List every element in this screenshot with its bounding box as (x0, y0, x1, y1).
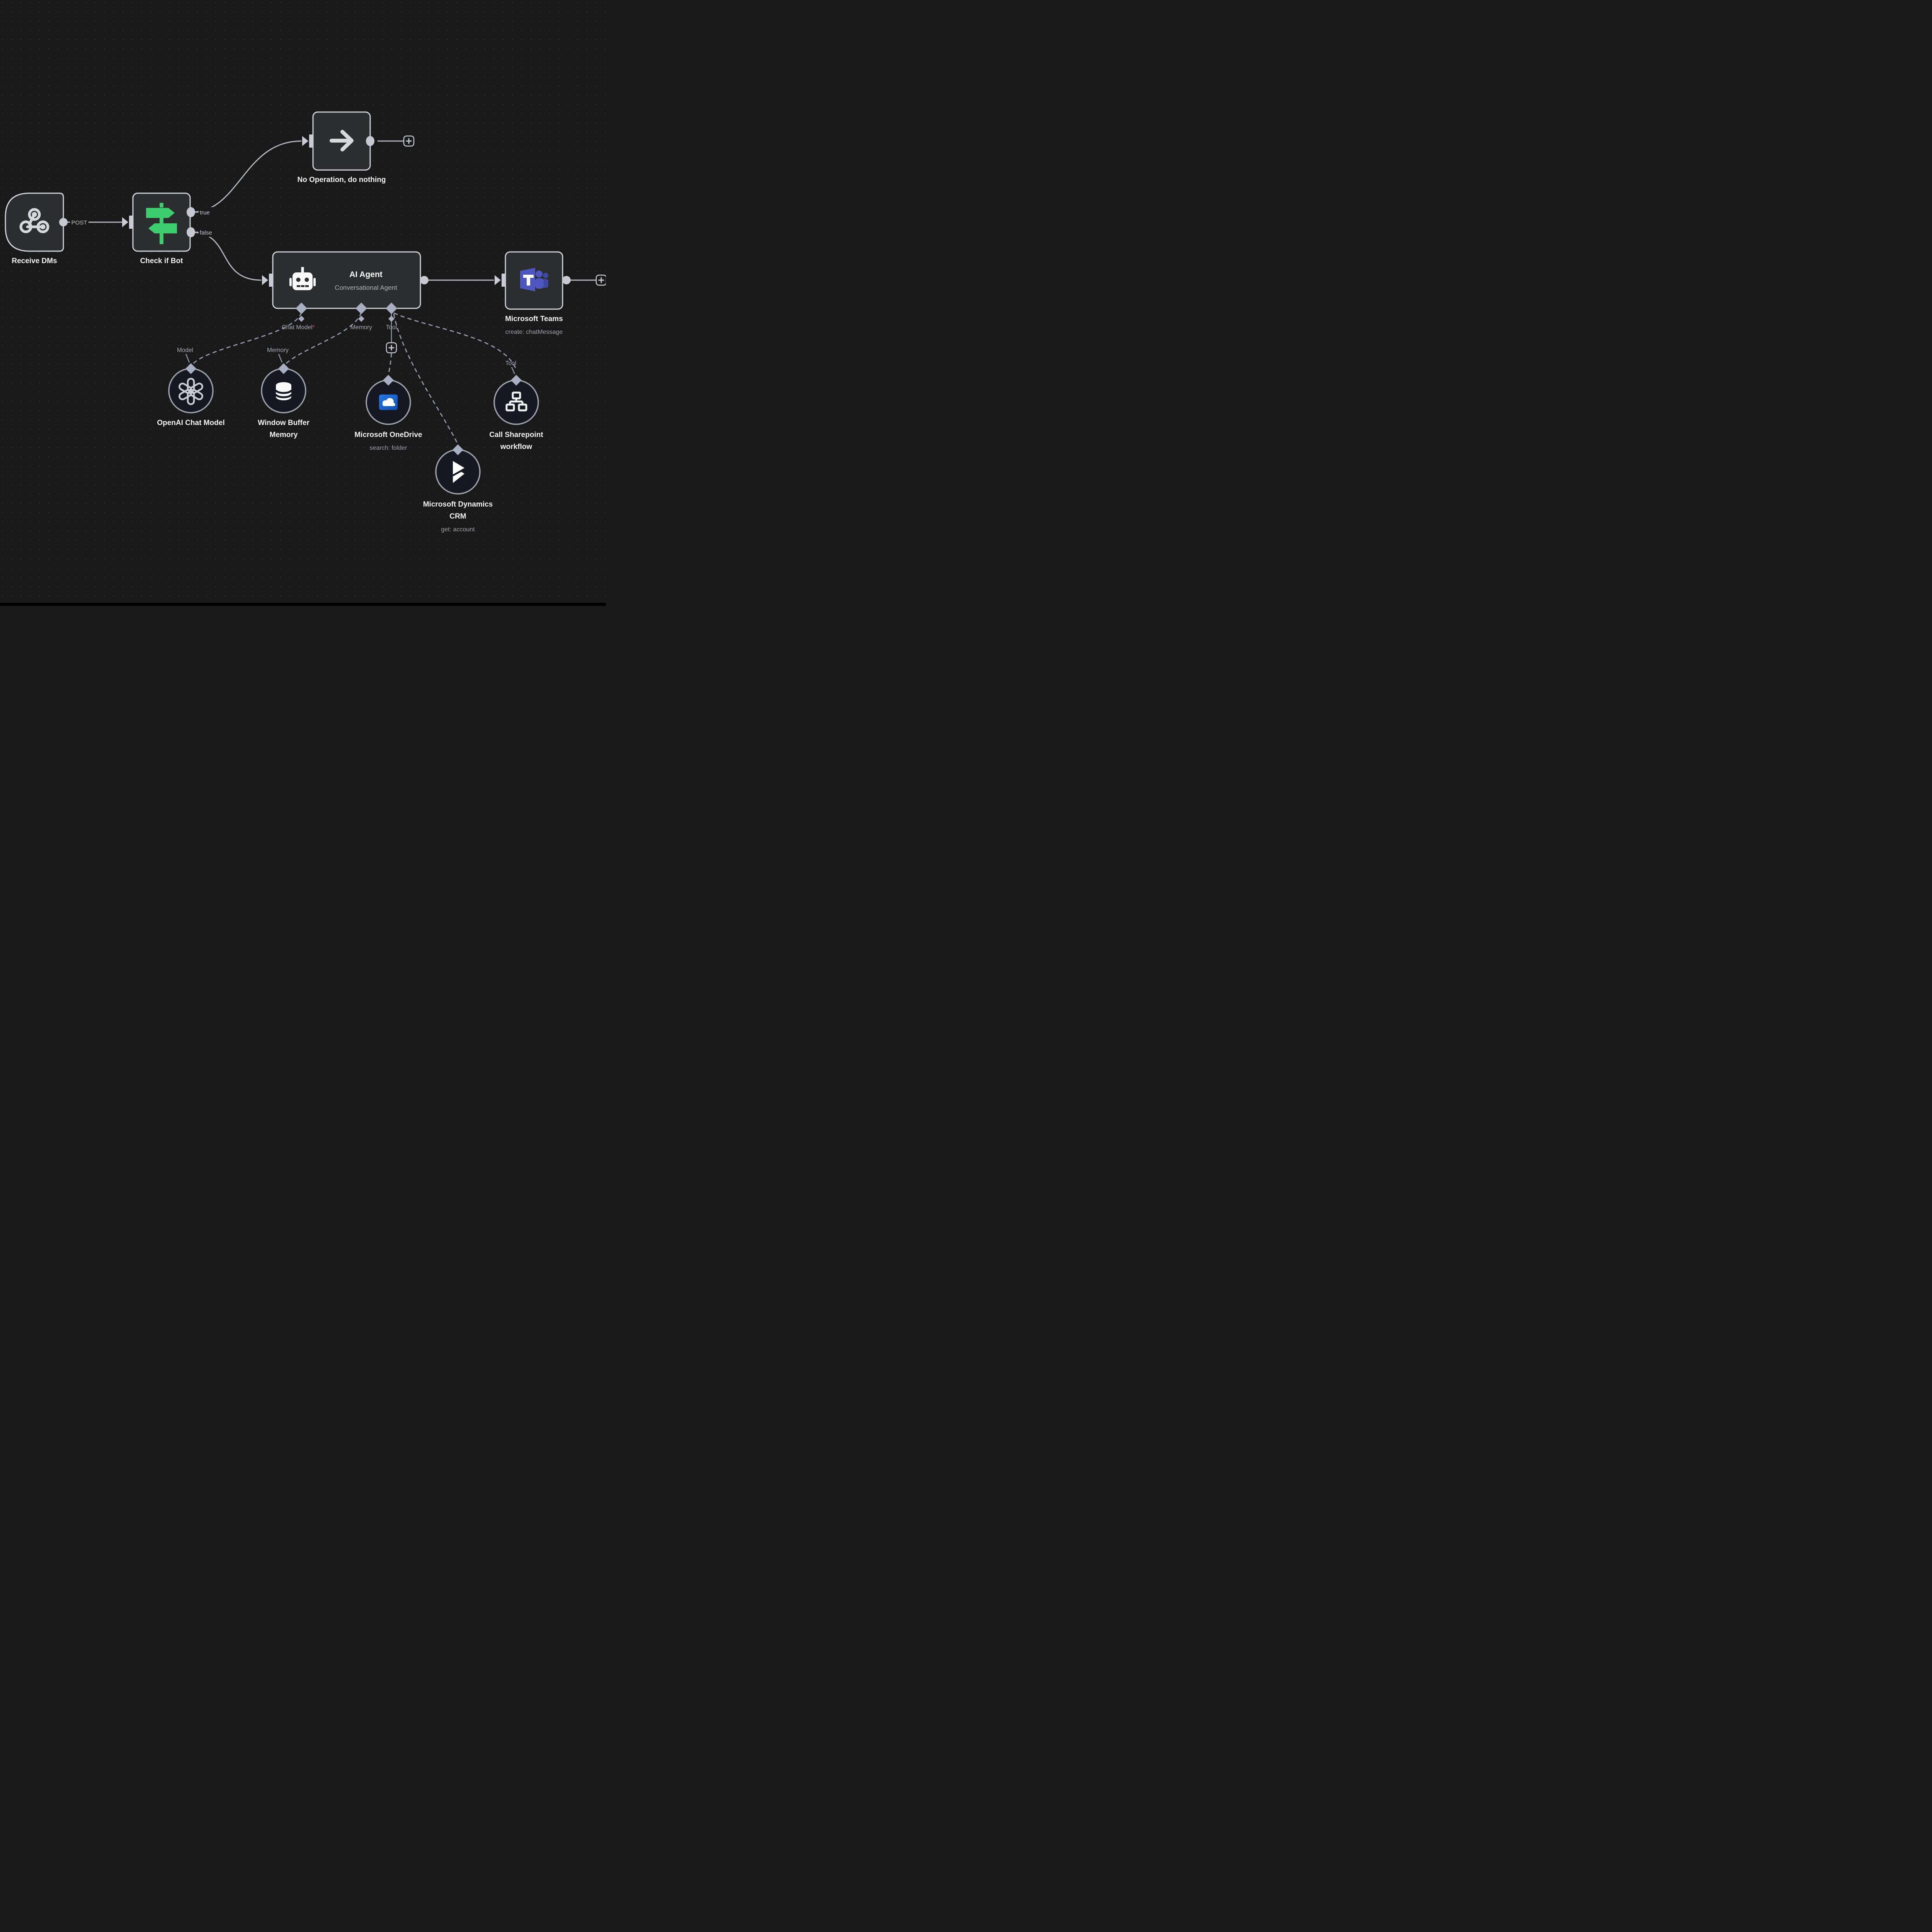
port-tool[interactable] (383, 375, 394, 386)
port-tool-label: Tool (386, 324, 397, 331)
add-node-button-after-teams[interactable] (595, 274, 606, 286)
node-sublabel: create: chatMessage (505, 329, 563, 335)
node-receive-dms[interactable] (5, 192, 68, 252)
port-chat-model-label: Chat Model* (282, 324, 315, 331)
output-false-label: false (200, 230, 212, 236)
tool-label-stub (511, 367, 515, 374)
output-port[interactable] (366, 136, 374, 146)
connection-memory-to-buffer (286, 312, 362, 364)
input-port[interactable] (302, 134, 313, 148)
output-port[interactable] (562, 276, 571, 284)
bottom-bar (0, 603, 606, 606)
node-window-buffer-memory[interactable] (261, 354, 306, 413)
sitemap-icon (505, 391, 527, 412)
tool-port-label: Tool (505, 360, 516, 367)
node-label-line1: Call Sharepoint (489, 431, 543, 439)
node-check-if-bot[interactable] (122, 192, 195, 252)
node-label-line2: CRM (449, 512, 466, 520)
microsoft-teams-icon (520, 268, 548, 291)
port-tool[interactable] (386, 303, 397, 322)
node-openai-chat-model[interactable] (168, 354, 214, 413)
required-asterisk: * (313, 324, 315, 331)
model-label-stub (185, 354, 190, 363)
port-chat-model[interactable] (296, 303, 307, 322)
output-port[interactable] (59, 218, 68, 226)
robot-icon (289, 267, 316, 290)
node-label: No Operation, do nothing (297, 176, 386, 184)
connection-chatmodel-to-openai (192, 312, 302, 364)
input-port[interactable] (495, 274, 505, 287)
node-label-line2: Memory (270, 431, 298, 439)
node-ai-agent[interactable]: AI Agent Conversational Agent (262, 251, 429, 322)
signpost-icon (146, 203, 177, 244)
output-port[interactable] (420, 276, 429, 284)
memory-label-stub (278, 354, 283, 363)
false-label-bg (199, 227, 217, 237)
database-icon (275, 382, 293, 400)
node-no-operation[interactable] (302, 111, 374, 171)
port-memory[interactable] (278, 363, 289, 374)
workflow-canvas: Receive DMs POST Check if Bot true false (0, 0, 606, 606)
connection-plus-to-onedrive (388, 353, 392, 374)
true-label-bg (199, 207, 216, 217)
node-microsoft-teams[interactable] (495, 251, 571, 310)
connection-tool-to-dynamics (393, 313, 458, 444)
node-label: Check if Bot (140, 257, 184, 265)
node-label-line2: workflow (500, 443, 532, 451)
output-port-true[interactable] (187, 207, 195, 217)
node-title: AI Agent (349, 270, 383, 279)
input-port[interactable] (262, 274, 273, 287)
input-port[interactable] (122, 216, 133, 229)
add-tool-button[interactable] (386, 342, 397, 354)
node-sublabel: search: folder (370, 445, 408, 451)
node-label: Receive DMs (12, 257, 57, 265)
port-memory-label: Memory (350, 324, 372, 331)
node-label-line1: Window Buffer (258, 419, 310, 427)
port-memory[interactable] (355, 303, 367, 322)
connection-tool-to-sharepoint (393, 312, 516, 368)
node-label: OpenAI Chat Model (157, 419, 224, 427)
port-model[interactable] (185, 363, 196, 374)
onedrive-icon (379, 395, 398, 410)
port-tool[interactable] (511, 375, 522, 386)
dynamics-icon (453, 461, 464, 483)
post-label-bg (70, 217, 88, 227)
memory-port-label: Memory (267, 347, 289, 354)
arrow-right-icon (330, 130, 354, 151)
node-sublabel: get: account (441, 526, 475, 533)
node-call-sharepoint-workflow[interactable] (493, 367, 539, 425)
node-microsoft-onedrive[interactable] (366, 375, 411, 425)
model-port-label: Model (177, 347, 193, 354)
node-label: Microsoft OneDrive (354, 431, 422, 439)
node-label-line1: Microsoft Dynamics (423, 500, 493, 509)
output-port-false[interactable] (187, 227, 195, 237)
connection-post-label: POST (71, 219, 87, 226)
node-label: Microsoft Teams (505, 315, 563, 323)
node-microsoft-dynamics-crm[interactable] (435, 444, 481, 495)
workflow-svg: Receive DMs POST Check if Bot true false (0, 0, 606, 606)
openai-icon (179, 378, 203, 405)
output-true-label: true (200, 209, 210, 216)
add-node-button-after-noop[interactable] (403, 135, 415, 147)
port-tool[interactable] (452, 444, 463, 455)
node-subtitle: Conversational Agent (335, 284, 397, 291)
webhook-icon (19, 208, 49, 233)
